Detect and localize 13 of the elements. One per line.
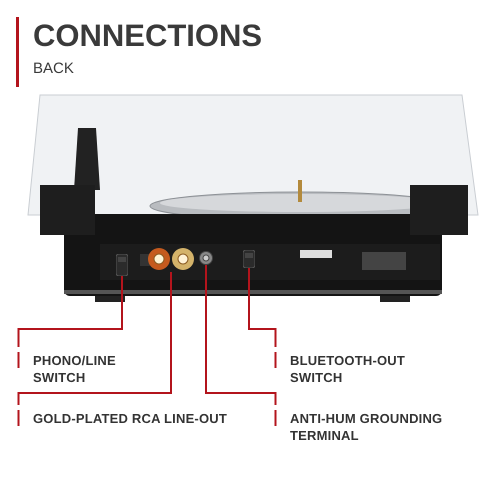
leader-line	[248, 267, 276, 369]
title: CONNECTIONS	[33, 18, 262, 54]
callout-label: ANTI-HUM GROUNDING TERMINAL	[274, 410, 484, 444]
leader-line	[18, 271, 172, 427]
callout-label: PHONO/LINE SWITCH	[17, 352, 142, 386]
callout-label: GOLD-PLATED RCA LINE-OUT	[17, 410, 262, 427]
rca-jacks	[147, 246, 195, 272]
toggle-switch	[116, 254, 128, 276]
callout-label: BLUETOOTH-OUT SWITCH	[274, 352, 444, 386]
leader-line	[205, 264, 276, 427]
toggle-switch	[243, 250, 255, 268]
leader-line	[18, 275, 123, 369]
subtitle: BACK	[33, 60, 74, 78]
